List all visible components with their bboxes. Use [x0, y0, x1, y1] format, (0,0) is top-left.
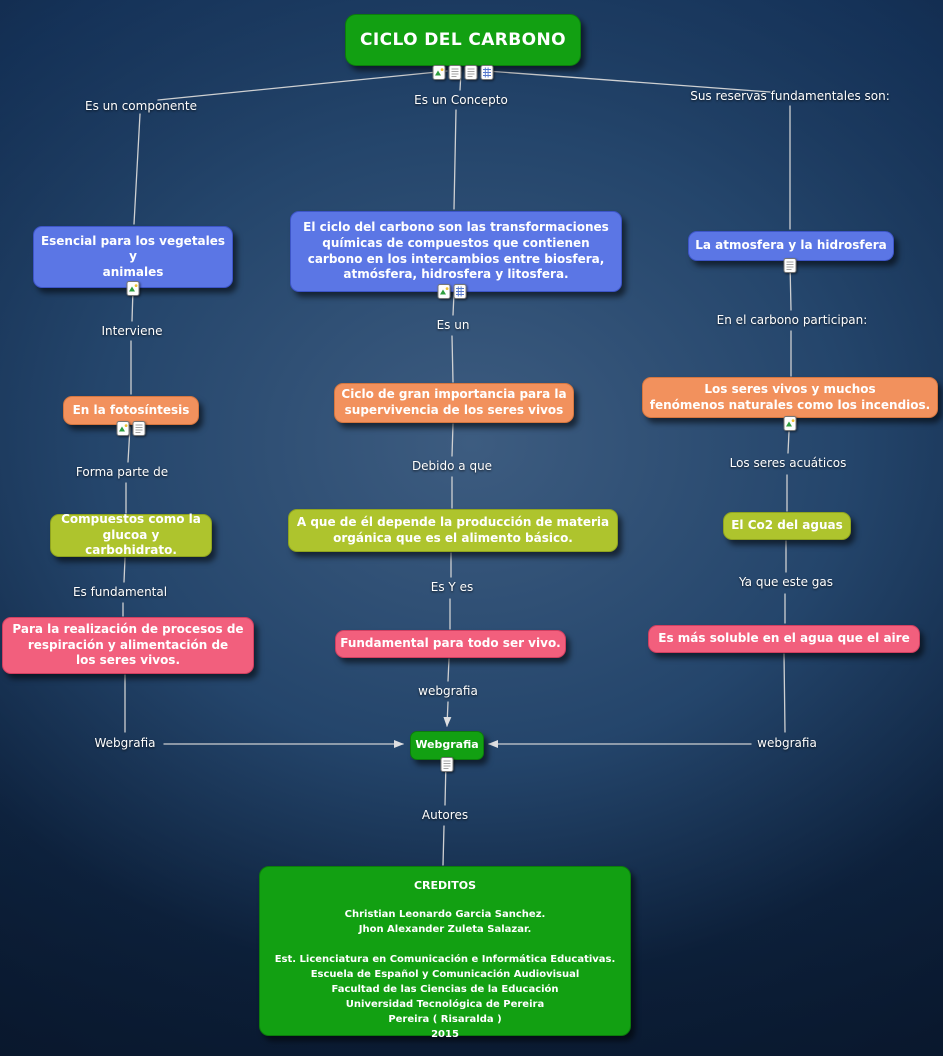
link-label-ya-que-este-gas: Ya que este gas [738, 575, 834, 589]
link-label-webgrafia-center: webgrafia [418, 684, 478, 698]
concept-node-definicion-ciclo[interactable]: El ciclo del carbono son las transformac… [290, 211, 622, 292]
image-icon[interactable] [432, 65, 446, 80]
root-resource-icons [432, 65, 494, 80]
resource-icons [783, 416, 797, 431]
concept-node-compuestos-glucoa[interactable]: Compuestos como la glucoa y carbohidrato… [50, 512, 212, 557]
concept-node-co2-aguas[interactable]: El Co2 del aguas [723, 512, 851, 540]
connector [133, 113, 141, 225]
link-label-debido-a-que: Debido a que [411, 459, 493, 473]
connector [787, 431, 790, 454]
connector [123, 557, 126, 583]
concept-node-materia-organica[interactable]: A que de él depende la producción de mat… [288, 509, 618, 552]
concept-node-webgrafia[interactable]: Webgrafia [410, 731, 484, 760]
link-label-seres-acuaticos: Los seres acuáticos [729, 456, 847, 470]
concept-node-procesos-respiracion[interactable]: Para la realización de procesos de respi… [2, 617, 254, 674]
root-node-ciclo-del-carbono[interactable]: CICLO DEL CARBONO [345, 14, 581, 66]
link-label-autores: Autores [421, 808, 469, 822]
credits-title: CREDITOS [413, 879, 477, 892]
image-icon[interactable] [783, 416, 797, 431]
concept-node-seres-vivos-fenomenos[interactable]: Los seres vivos y muchos fenómenos natur… [642, 377, 938, 418]
resource-icons [437, 284, 467, 299]
connector [451, 335, 454, 383]
concept-node-creditos[interactable]: CREDITOS Christian Leonardo Garcia Sanch… [259, 866, 631, 1040]
link-label-es-y-es: Es Y es [430, 580, 474, 594]
image-icon[interactable] [116, 421, 130, 436]
link-label-es-un-componente: Es un componente [85, 99, 197, 113]
grid-icon[interactable] [453, 284, 467, 299]
connector [447, 658, 450, 682]
link-label-es-un: Es un [436, 318, 470, 332]
concept-node-soluble-agua[interactable]: Es más soluble en el agua que el aire [648, 625, 920, 653]
link-label-webgrafia-left: Webgrafia [94, 736, 156, 750]
doc-icon[interactable] [440, 757, 454, 772]
doc-icon[interactable] [783, 258, 797, 273]
concept-node-ciclo-importancia[interactable]: Ciclo de gran importancia para la superv… [334, 383, 574, 423]
connector [783, 653, 786, 733]
image-icon[interactable] [126, 281, 140, 296]
image-icon[interactable] [437, 284, 451, 299]
connector [443, 701, 452, 727]
link-label-interviene: Interviene [101, 324, 163, 338]
link-label-es-un-concepto: Es un Concepto [414, 93, 508, 107]
credits-body: Christian Leonardo Garcia Sanchez. Jhon … [274, 909, 616, 1041]
connector [451, 423, 454, 457]
link-label-sus-reservas: Sus reservas fundamentales son: [690, 89, 890, 103]
grid-icon[interactable] [480, 65, 494, 80]
resource-icons [440, 757, 454, 772]
connector [442, 825, 445, 866]
resource-icons [116, 421, 146, 436]
concept-node-esencial-vegetales[interactable]: Esencial para los vegetales y animales [33, 226, 233, 288]
doc-icon[interactable] [464, 65, 478, 80]
connector [453, 109, 457, 210]
link-label-forma-parte: Forma parte de [75, 465, 169, 479]
doc-icon[interactable] [448, 65, 462, 80]
doc-icon[interactable] [132, 421, 146, 436]
concept-node-fotosintesis[interactable]: En la fotosíntesis [63, 396, 199, 425]
connector [157, 70, 448, 101]
concept-node-atmosfera-hidrosfera[interactable]: La atmosfera y la hidrosfera [688, 231, 894, 261]
concept-node-fundamental-ser-vivo[interactable]: Fundamental para todo ser vivo. [335, 630, 566, 658]
resource-icons [126, 281, 140, 296]
link-label-participan: En el carbono participan: [716, 313, 868, 327]
link-label-webgrafia-right: webgrafia [757, 736, 817, 750]
link-label-es-fundamental: Es fundamental [72, 585, 168, 599]
resource-icons [783, 258, 797, 273]
